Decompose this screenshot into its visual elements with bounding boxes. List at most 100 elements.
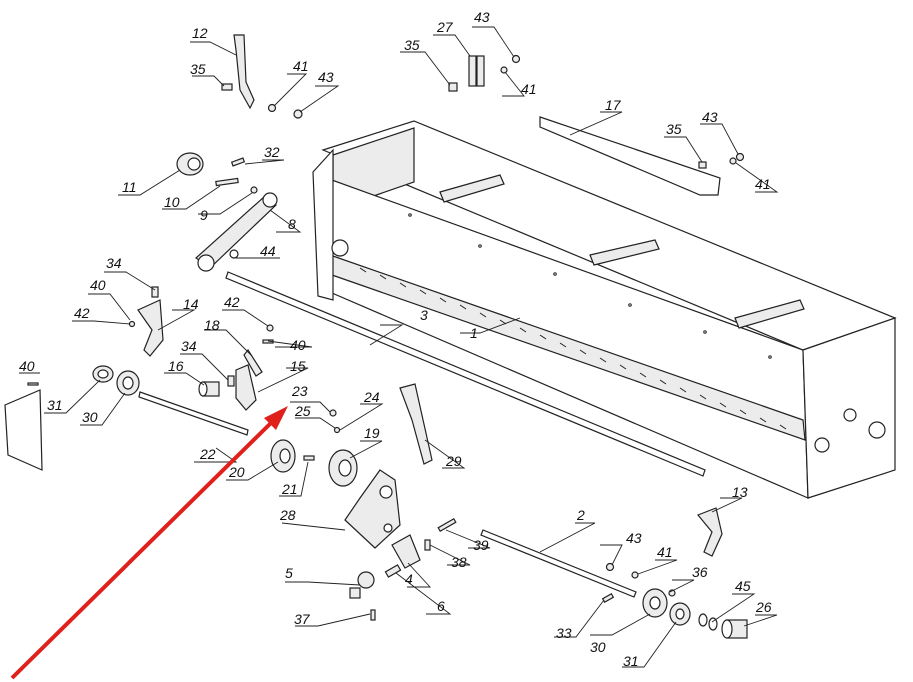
label-43d: 43 [626,530,642,546]
nut-41-a [267,103,277,113]
label-37: 37 [294,611,311,627]
bolt-38 [424,539,431,551]
label-2: 2 [576,507,585,523]
label-43a: 43 [318,69,334,85]
label-45: 45 [735,578,751,594]
nut-41-c [729,157,737,165]
bearing-31-a [92,365,114,383]
spring-6 [384,564,402,578]
hopper-body [312,120,897,499]
label-9: 9 [200,207,208,223]
nut-43-c [735,152,745,162]
label-30a: 30 [82,409,98,425]
lever-14 [137,299,164,357]
label-4: 4 [405,571,413,587]
label-14: 14 [183,296,199,312]
label-34a: 34 [106,255,122,271]
red-arrow-icon [10,406,288,680]
lever-13 [697,507,723,557]
arm-15 [235,348,263,411]
label-32: 32 [264,144,280,160]
label-33: 33 [556,625,572,641]
rod-17 [539,116,721,196]
block-27 [468,55,485,87]
sprocket-19 [328,449,358,487]
pin-32 [230,157,246,167]
bushing-26 [721,619,748,639]
housing-28 [344,469,401,549]
label-39: 39 [473,537,489,553]
label-41c: 41 [755,176,771,192]
label-35c: 35 [666,121,682,137]
label-12: 12 [192,25,208,41]
label-40c: 40 [19,358,35,374]
label-20: 20 [228,464,245,480]
label-24: 24 [363,389,380,405]
label-36: 36 [692,564,708,580]
label-21: 21 [281,481,298,497]
label-16: 16 [168,358,184,374]
washer-44 [229,249,239,259]
label-40b: 40 [290,337,306,353]
label-23: 23 [291,383,308,399]
nut-42-a [128,320,136,328]
label-41a: 41 [293,58,309,74]
label-40a: 40 [90,277,106,293]
nut-43-d [605,562,615,572]
label-34b: 34 [181,338,197,354]
bolt-35-b [448,82,458,92]
bolt-34-a [151,286,159,298]
clip-4 [391,534,421,569]
shaft-3 [225,271,706,477]
nut-42-b [266,324,274,332]
bolt-39 [437,517,457,533]
panel-40-c [4,382,43,471]
bushing-16 [198,381,220,397]
crank-arm-8 [195,192,278,272]
label-31b: 31 [623,653,639,669]
rings-45 [698,613,718,631]
bolt-34-b [227,375,235,387]
label-30b: 30 [590,639,606,655]
nut-41-d [631,571,639,579]
label-25: 25 [294,403,311,419]
label-31a: 31 [47,397,63,413]
part-23 [329,409,337,417]
nut-41-b [500,66,508,74]
bearing-31-b [669,602,691,626]
label-10: 10 [164,194,180,210]
shaft-22 [138,391,249,436]
label-26: 26 [755,599,772,615]
label-42a: 42 [74,305,90,321]
flange-30-a [116,370,140,396]
bracket-12 [233,34,255,110]
pin-9 [250,186,258,194]
sprocket-20 [270,439,296,473]
part-25 [333,426,341,434]
label-18: 18 [204,317,220,333]
label-15: 15 [290,358,306,374]
label-41b: 41 [521,81,537,97]
leader-lines [19,26,779,668]
label-35b: 35 [404,37,420,53]
nut-43-b [511,54,521,64]
bolt-35-c [698,161,707,169]
shaft-2 [480,529,637,598]
label-27: 27 [436,19,454,35]
label-28: 28 [279,507,296,523]
bracket-29 [399,383,433,465]
label-29: 29 [445,453,462,469]
key-21 [303,455,315,461]
label-19: 19 [364,425,380,441]
label-44: 44 [260,243,276,259]
label-11: 11 [122,179,137,195]
label-6: 6 [437,598,445,614]
label-42b: 42 [224,294,240,310]
label-3: 3 [420,307,428,323]
label-5: 5 [285,565,293,581]
label-38: 38 [451,554,467,570]
label-8: 8 [288,216,296,232]
bolt-35-a [221,83,233,91]
